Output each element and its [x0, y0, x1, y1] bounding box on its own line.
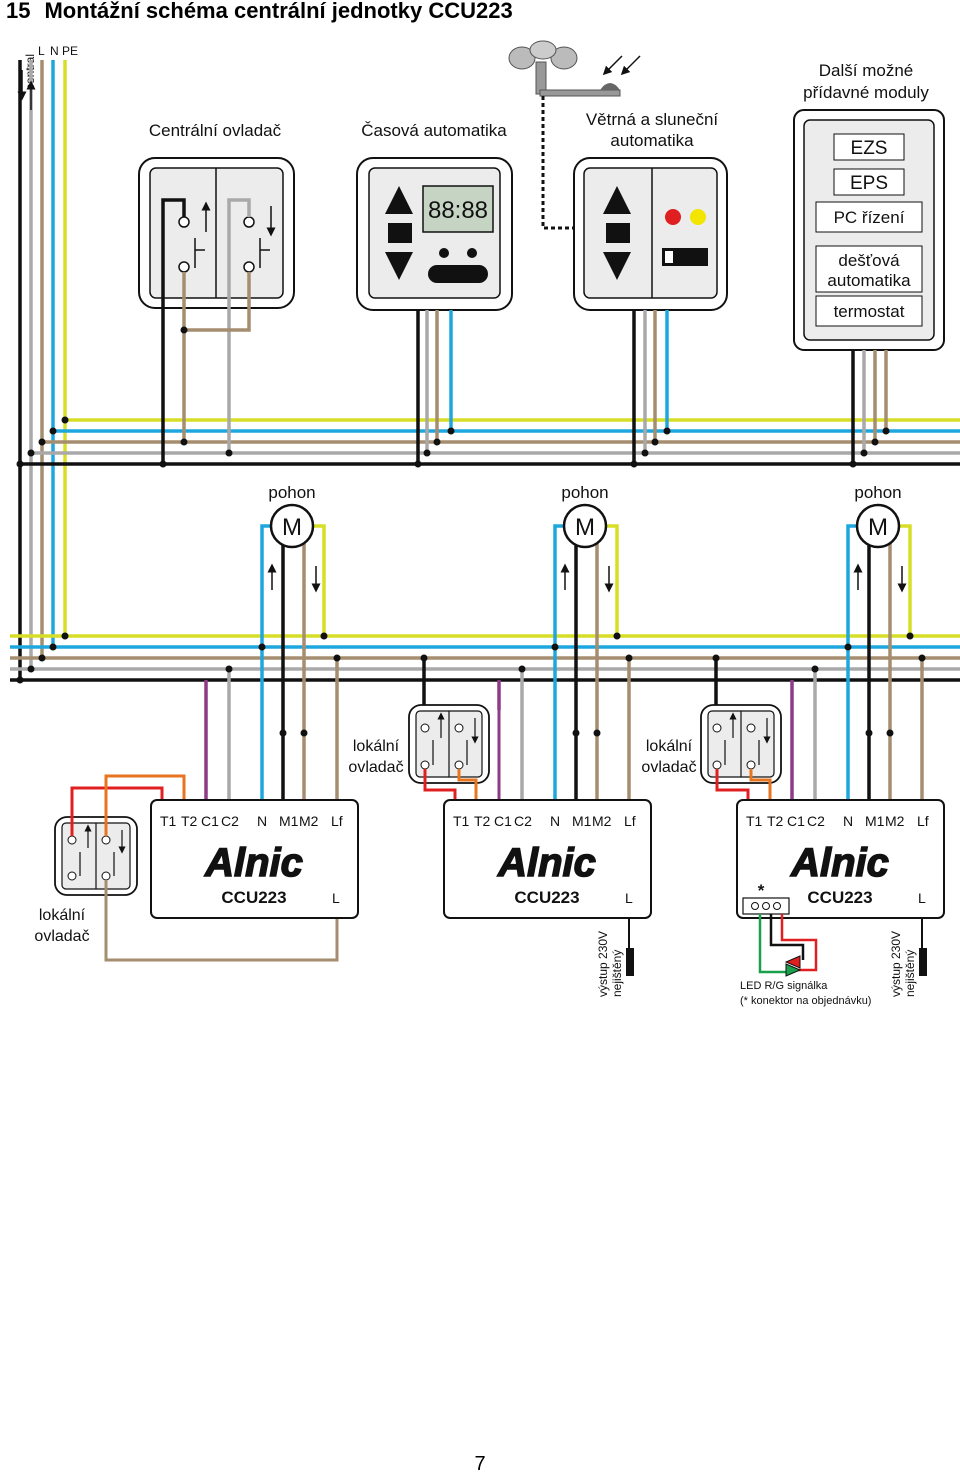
- brand-logo: Alnic: [497, 841, 596, 885]
- motor-symbol: M: [868, 514, 888, 541]
- terminal-t2: T2: [767, 813, 784, 829]
- motor-label: pohon: [854, 483, 901, 502]
- vertical-bus: [18, 60, 67, 680]
- model-label: CCU223: [221, 888, 286, 907]
- motor-label: pohon: [268, 483, 315, 502]
- module-rain-2: automatika: [827, 271, 911, 290]
- terminal-c2: C2: [514, 813, 532, 829]
- motor-symbol: M: [575, 514, 595, 541]
- timer-display: 88:88: [428, 197, 488, 224]
- motor-column-1: pohon M: [204, 483, 341, 800]
- local-controller-left: [54, 816, 138, 896]
- bus-label-n: N: [50, 44, 59, 58]
- model-label: CCU223: [514, 888, 579, 907]
- local-controller-label-1: lokální: [39, 907, 86, 924]
- terminal-n: N: [550, 813, 560, 829]
- ccu-unit-3: T1 T2 C1 C2 N M1 M2 Lf L Alnic CCU223 *: [736, 799, 945, 919]
- local-controller-label-2: ovladač: [348, 759, 403, 776]
- wind-sun-label-2: automatika: [610, 131, 694, 150]
- terminal-lf: Lf: [917, 813, 929, 829]
- output-note-line-1: výstup 230V: [889, 931, 903, 997]
- local-controller-label-2: ovladač: [641, 759, 696, 776]
- page-number: 7: [474, 1453, 486, 1475]
- terminal-t2: T2: [474, 813, 491, 829]
- page-title: Montážní schéma centrální jednotky CCU22…: [44, 0, 513, 23]
- motor-label: pohon: [561, 483, 608, 502]
- bus-label-l: L: [38, 44, 45, 58]
- modules-heading-1: Další možné: [819, 61, 913, 80]
- terminal-l: L: [332, 890, 340, 906]
- terminal-n: N: [843, 813, 853, 829]
- led-note-2: (* konektor na objednávku): [740, 995, 871, 1007]
- terminal-c1: C1: [787, 813, 805, 829]
- model-label: CCU223: [807, 888, 872, 907]
- terminal-m1: M1: [865, 813, 885, 829]
- terminal-c1: C1: [494, 813, 512, 829]
- terminal-c2: C2: [221, 813, 239, 829]
- timer-device: 88:88: [356, 157, 513, 311]
- terminal-m2: M2: [885, 813, 905, 829]
- modules-panel: EZS EPS PC řízení dešťová automatika ter…: [793, 109, 945, 351]
- wind-sun-label-1: Větrná a sluneční: [586, 110, 719, 129]
- output-note-line-2: nejištěný: [610, 950, 624, 997]
- terminal-m1: M1: [572, 813, 592, 829]
- wind-sun-device: [573, 157, 728, 311]
- local-controller-label-1: lokální: [353, 738, 400, 755]
- wiring-diagram: central L N PE Centrální ovladač: [10, 40, 960, 1007]
- output-note-3: výstup 230V nejištěný: [889, 918, 927, 997]
- ccu-unit-2: T1 T2 C1 C2 N M1 M2 Lf L Alnic CCU223: [443, 799, 652, 919]
- modules-heading-2: přídavné moduly: [803, 83, 929, 102]
- page-header: 15 Montážní schéma centrální jednotky CCU…: [6, 0, 513, 24]
- brand-logo: Alnic: [204, 841, 303, 885]
- connector-star: *: [758, 881, 765, 900]
- central-controller-label: Centrální ovladač: [149, 121, 282, 140]
- output-note-line-2: nejištěný: [903, 950, 917, 997]
- lower-bus: [10, 634, 960, 682]
- terminal-t1: T1: [160, 813, 177, 829]
- terminal-c2: C2: [807, 813, 825, 829]
- output-note-line-1: výstup 230V: [596, 931, 610, 997]
- module-rain-1: dešťová: [838, 251, 900, 270]
- section-number: 15: [6, 0, 31, 23]
- terminal-lf: Lf: [331, 813, 343, 829]
- ccu-unit-1: T1 T2 C1 C2 N M1 M2 Lf L Alnic CCU223: [150, 799, 359, 919]
- terminal-m1: M1: [279, 813, 299, 829]
- led-note-1: LED R/G signálka: [740, 980, 828, 992]
- terminal-t1: T1: [746, 813, 763, 829]
- motor-column-2: pohon M: [420, 483, 633, 800]
- bus-junctions: [16, 416, 69, 684]
- module-thermostat: termostat: [834, 302, 905, 321]
- terminal-l: L: [918, 890, 926, 906]
- module-eps: EPS: [850, 173, 888, 194]
- local-controller-label-1: lokální: [646, 738, 693, 755]
- module-ezs: EZS: [851, 138, 888, 159]
- brand-logo: Alnic: [790, 841, 889, 885]
- local-controller-middle: [408, 704, 490, 784]
- terminal-t1: T1: [453, 813, 470, 829]
- motor-symbol: M: [282, 514, 302, 541]
- led-signal: [758, 914, 818, 977]
- motor-column-3: pohon M: [712, 483, 926, 800]
- local-controller-right: [700, 704, 782, 784]
- terminal-m2: M2: [299, 813, 319, 829]
- terminal-t2: T2: [181, 813, 198, 829]
- terminal-m2: M2: [592, 813, 612, 829]
- wind-sun-sensor: [508, 40, 641, 97]
- terminal-l: L: [625, 890, 633, 906]
- module-pc: PC řízení: [834, 208, 905, 227]
- timer-label: Časová automatika: [361, 121, 507, 140]
- local-controller-label-2: ovladač: [34, 928, 89, 945]
- upper-bus: [20, 418, 960, 466]
- terminal-n: N: [257, 813, 267, 829]
- output-note-2: výstup 230V nejištěný: [596, 918, 634, 997]
- terminal-c1: C1: [201, 813, 219, 829]
- terminal-lf: Lf: [624, 813, 636, 829]
- bus-label-pe: PE: [62, 44, 78, 58]
